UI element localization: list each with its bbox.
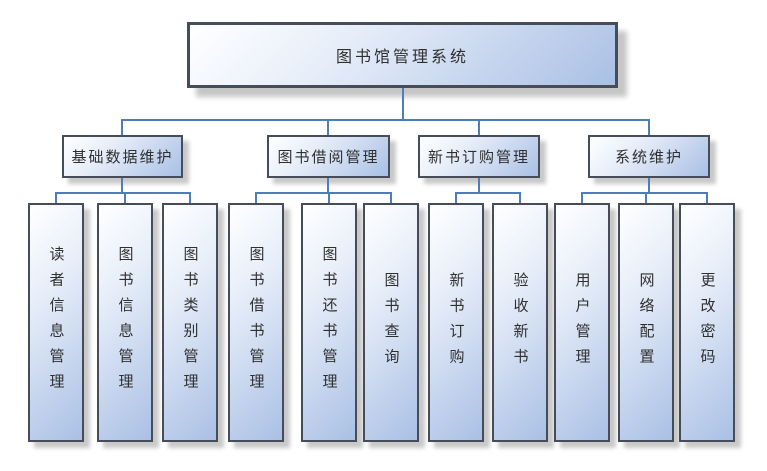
leaf-user-management: 用户管理 (554, 203, 610, 442)
leaf-label: 验收新书 (511, 271, 530, 374)
connector-stub-leaf (519, 192, 521, 203)
branch-label: 新书订购管理 (427, 148, 530, 166)
branch-system-maintenance: 系统维护 (588, 135, 710, 178)
leaf-network-configuration: 网络配置 (618, 203, 674, 442)
connector-stub-leaf (255, 192, 257, 203)
leaf-change-password: 更改密码 (679, 203, 735, 442)
connector-stub-leaf (390, 192, 392, 203)
branch-label: 图书借阅管理 (277, 148, 380, 166)
leaf-label: 读者信息管理 (47, 246, 66, 399)
leaf-book-info-management: 图书信息管理 (97, 203, 153, 442)
branch-label: 系统维护 (614, 148, 683, 166)
connector-stub-branch4 (648, 119, 650, 135)
connector-group2-bus (255, 192, 392, 194)
leaf-label: 更改密码 (698, 271, 717, 374)
leaf-accept-new-books: 验收新书 (492, 203, 548, 442)
connector-stub-branch1 (121, 119, 123, 135)
connector-stub-leaf (706, 192, 708, 203)
connector-stub-leaf (189, 192, 191, 203)
connector-stub-leaf (328, 192, 330, 203)
branch-book-borrowing-management: 图书借阅管理 (267, 135, 390, 178)
leaf-label: 图书查询 (382, 271, 401, 374)
leaf-label: 新书订购 (447, 271, 466, 374)
connector-branch1-vertical (121, 178, 123, 192)
leaf-book-category-management: 图书类别管理 (162, 203, 218, 442)
leaf-label: 图书还书管理 (320, 246, 339, 399)
connector-stub-leaf (55, 192, 57, 203)
node-label: 图书馆管理系统 (335, 47, 469, 66)
connector-stub-branch2 (327, 119, 329, 135)
connector-stub-leaf (645, 192, 647, 203)
node-library-management-system: 图书馆管理系统 (187, 22, 618, 88)
connector-stub-leaf (124, 192, 126, 203)
connector-group4-bus (581, 192, 708, 194)
connector-stub-leaf (581, 192, 583, 203)
connector-level1-bus (121, 119, 650, 121)
leaf-label: 图书类别管理 (181, 246, 200, 399)
leaf-book-lending-management: 图书借书管理 (228, 203, 284, 442)
connector-stub-branch3 (478, 119, 480, 135)
leaf-label: 图书借书管理 (247, 246, 266, 399)
connector-stub-leaf (455, 192, 457, 203)
connector-group1-bus (55, 192, 191, 194)
leaf-book-return-management: 图书还书管理 (301, 203, 357, 442)
leaf-new-book-ordering: 新书订购 (428, 203, 484, 442)
leaf-label: 用户管理 (573, 271, 592, 374)
leaf-book-query: 图书查询 (363, 203, 419, 442)
connector-branch3-vertical (478, 178, 480, 192)
connector-branch2-vertical (327, 178, 329, 192)
branch-basic-data-maintenance: 基础数据维护 (62, 135, 183, 178)
branch-label: 基础数据维护 (71, 148, 174, 166)
leaf-reader-info-management: 读者信息管理 (28, 203, 84, 442)
leaf-label: 网络配置 (637, 271, 656, 374)
connector-root-vertical (402, 88, 404, 119)
connector-group3-bus (455, 192, 521, 194)
leaf-label: 图书信息管理 (116, 246, 135, 399)
branch-new-book-ordering-management: 新书订购管理 (418, 135, 540, 178)
connector-branch4-vertical (648, 178, 650, 192)
